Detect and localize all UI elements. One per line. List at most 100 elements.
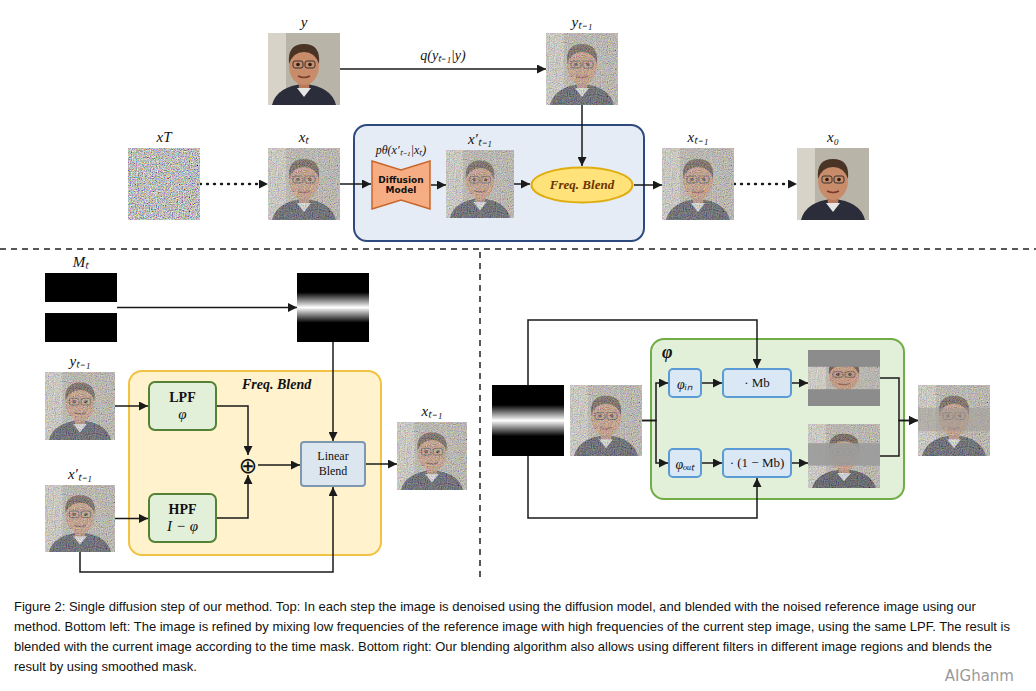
image-picture	[662, 148, 734, 220]
image-label: xT	[157, 129, 172, 146]
image-label: xₜ₋₁	[688, 126, 709, 146]
text-holder: yₜ₋₁	[572, 11, 593, 33]
text-holder: Mₜ	[73, 251, 90, 273]
flow-arrow	[792, 462, 808, 464]
image-tile: yₜ₋₁	[546, 33, 618, 105]
image-label: yₜ₋₁	[70, 350, 91, 370]
dotted-arrow	[200, 183, 268, 185]
flow-arrow	[581, 105, 583, 166]
group-title: φ	[662, 342, 673, 363]
picture-part	[372, 161, 430, 209]
picture-part	[546, 33, 618, 105]
image-tile: x₀	[797, 148, 869, 220]
process-box: LPFφ	[148, 381, 217, 431]
box-label: φₒᵤₜ	[676, 454, 695, 473]
picture-part	[446, 150, 514, 218]
text-holder: · (1 − Mb)	[724, 450, 790, 476]
image-picture	[797, 148, 869, 220]
group-panel: Freq. BlendLPFφHPFI − φ⊕Linear Blend	[128, 370, 382, 556]
image-tile: xₜ₋₁	[662, 148, 734, 220]
picture-part	[808, 443, 880, 465]
process-box: · Mb	[722, 368, 792, 398]
image-label: x′ₜ₋₁	[68, 463, 92, 483]
text-holder: φᵢₙ	[670, 370, 700, 396]
picture-part	[268, 148, 340, 220]
picture-part	[45, 273, 117, 302]
image-label: yₜ₋₁	[572, 11, 593, 31]
image-picture	[918, 385, 990, 456]
picture-part	[45, 372, 115, 440]
picture-part	[918, 385, 990, 456]
box-label: HPF	[169, 502, 197, 518]
picture-part	[570, 385, 642, 456]
sum-symbol: ⊕	[238, 455, 258, 475]
image-picture	[546, 33, 618, 105]
picture-part	[662, 148, 734, 220]
flow-arrow	[792, 382, 808, 384]
flow-arrow	[115, 405, 148, 407]
text-holder: pθ(x′ₜ₋₁|xₜ)	[376, 141, 427, 160]
image-picture	[808, 350, 880, 406]
group-panel: φφᵢₙ φₒᵤₜ · Mb · (1 − Mb)	[650, 338, 905, 500]
image-picture	[397, 422, 467, 490]
box-label: · (1 − Mb)	[730, 455, 785, 471]
image-picture	[446, 150, 514, 218]
picture-part	[808, 424, 880, 488]
process-box: Linear Blend	[300, 441, 366, 487]
edge-label: q(yₜ₋₁|y)	[418, 45, 467, 64]
box-label: LPF	[169, 390, 195, 406]
box-label: φᵢₙ	[677, 374, 693, 393]
image-tile	[808, 424, 880, 488]
box-label: Freq. Blend	[550, 177, 614, 193]
flow-arrow	[340, 68, 546, 70]
watermark: AIGhanm	[945, 667, 1014, 685]
image-tile	[808, 350, 880, 406]
image-picture	[297, 273, 369, 342]
image-tile: xₜ₋₁	[397, 422, 467, 490]
box-label: Diffusion Model	[374, 175, 428, 195]
text-holder: y	[301, 14, 308, 33]
picture-part	[45, 372, 115, 440]
model-block: pθ(x′ₜ₋₁|xₜ)Diffusion Model	[371, 160, 431, 210]
image-tile: y	[268, 33, 340, 105]
process-box: HPFI − φ	[148, 493, 217, 543]
picture-part	[808, 350, 880, 367]
picture-part	[45, 485, 115, 552]
box-label: I − φ	[167, 518, 198, 535]
image-label: y	[301, 14, 308, 31]
image-tile	[918, 385, 990, 456]
flow-arrow	[431, 184, 446, 186]
picture-part	[918, 408, 990, 431]
flow-arrow	[258, 464, 300, 466]
box-label: φ	[178, 406, 186, 423]
box-label: Linear Blend	[305, 449, 361, 479]
flow-arrow	[702, 462, 722, 464]
text-holder: HPFI − φ	[150, 495, 215, 541]
image-tile: x′ₜ₋₁	[45, 485, 115, 552]
text-holder: φₒᵤₜ	[670, 450, 700, 476]
image-tile: yₜ₋₁	[45, 372, 115, 440]
picture-part	[446, 150, 514, 218]
flow-arrow	[702, 382, 722, 384]
flow-arrow	[117, 307, 297, 309]
text-holder: Figure 2: Single diffusion step of our m…	[14, 597, 1020, 677]
picture-part	[268, 33, 340, 105]
image-picture	[45, 372, 115, 440]
text-holder: AIGhanm	[945, 667, 1014, 685]
image-picture	[492, 385, 564, 456]
figure-caption: Figure 2: Single diffusion step of our m…	[14, 597, 1020, 677]
picture-part	[808, 424, 880, 488]
image-tile	[297, 273, 369, 342]
box-label: · Mb	[744, 375, 770, 391]
picture-part	[397, 422, 467, 490]
text-holder: q(yₜ₋₁|y)	[418, 45, 467, 64]
picture-part	[128, 148, 200, 220]
picture-part	[570, 385, 642, 456]
group-panel: pθ(x′ₜ₋₁|xₜ)Diffusion Modelx′ₜ₋₁Freq. Bl…	[353, 124, 645, 242]
separator-line	[0, 248, 1036, 250]
image-picture	[45, 485, 115, 552]
flow-arrow	[115, 518, 148, 520]
text-holder: Linear Blend	[302, 443, 364, 485]
